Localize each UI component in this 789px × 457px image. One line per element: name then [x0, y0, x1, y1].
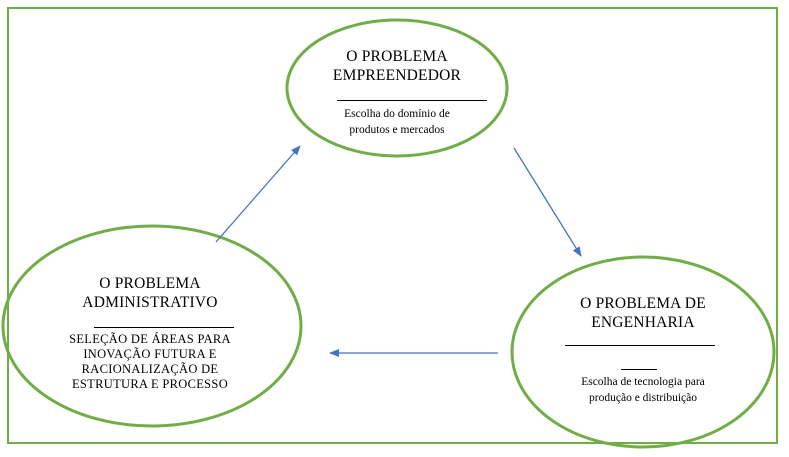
engineering-divider [565, 345, 715, 346]
administrative-desc-line1: SELEÇÃO DE ÁREAS PARA [69, 332, 231, 346]
engineering-desc-line1: Escolha de tecnologia para [581, 376, 705, 388]
entrepreneur-description: Escolha do domínio de produtos e mercado… [297, 106, 497, 138]
engineering-desc-line2: produção e distribuição [589, 392, 697, 404]
administrative-title-line2: ADMINISTRATIVO [82, 294, 218, 311]
arrow-entrepreneur-to-engineering [513, 147, 582, 257]
engineering-ellipse [510, 255, 776, 449]
engineering-node: O PROBLEMA DE ENGENHARIA [538, 294, 748, 332]
entrepreneur-divider [337, 100, 487, 101]
arrow-administrative-to-entrepreneur [215, 145, 301, 243]
entrepreneur-title-line1: O PROBLEMA [346, 48, 448, 65]
engineering-divider-short [621, 369, 657, 370]
administrative-node: O PROBLEMA ADMINISTRATIVO [60, 274, 240, 312]
administrative-ellipse [1, 224, 303, 428]
engineering-title-line2: ENGENHARIA [591, 314, 695, 331]
administrative-divider [94, 327, 234, 328]
administrative-title-line1: O PROBLEMA [99, 275, 201, 292]
administrative-desc-line3: RACIONALIZAÇÃO DE [81, 362, 219, 376]
entrepreneur-title-line2: EMPREENDEDOR [332, 67, 462, 84]
entrepreneur-desc-line1: Escolha do domínio de [344, 108, 450, 120]
engineering-description: Escolha de tecnologia para produção e di… [533, 374, 753, 406]
administrative-desc-line4: ESTRUTURA E PROCESSO [71, 377, 229, 391]
engineering-title-line1: O PROBLEMA DE [580, 295, 706, 312]
diagram-frame [7, 7, 778, 444]
administrative-desc-line2: INOVAÇÃO FUTURA E [83, 347, 217, 361]
administrative-description: SELEÇÃO DE ÁREAS PARA INOVAÇÃO FUTURA E … [40, 332, 260, 392]
entrepreneur-desc-line2: produtos e mercados [349, 124, 445, 136]
entrepreneur-ellipse [285, 18, 509, 158]
entrepreneur-node: O PROBLEMA EMPREENDEDOR [297, 47, 497, 85]
